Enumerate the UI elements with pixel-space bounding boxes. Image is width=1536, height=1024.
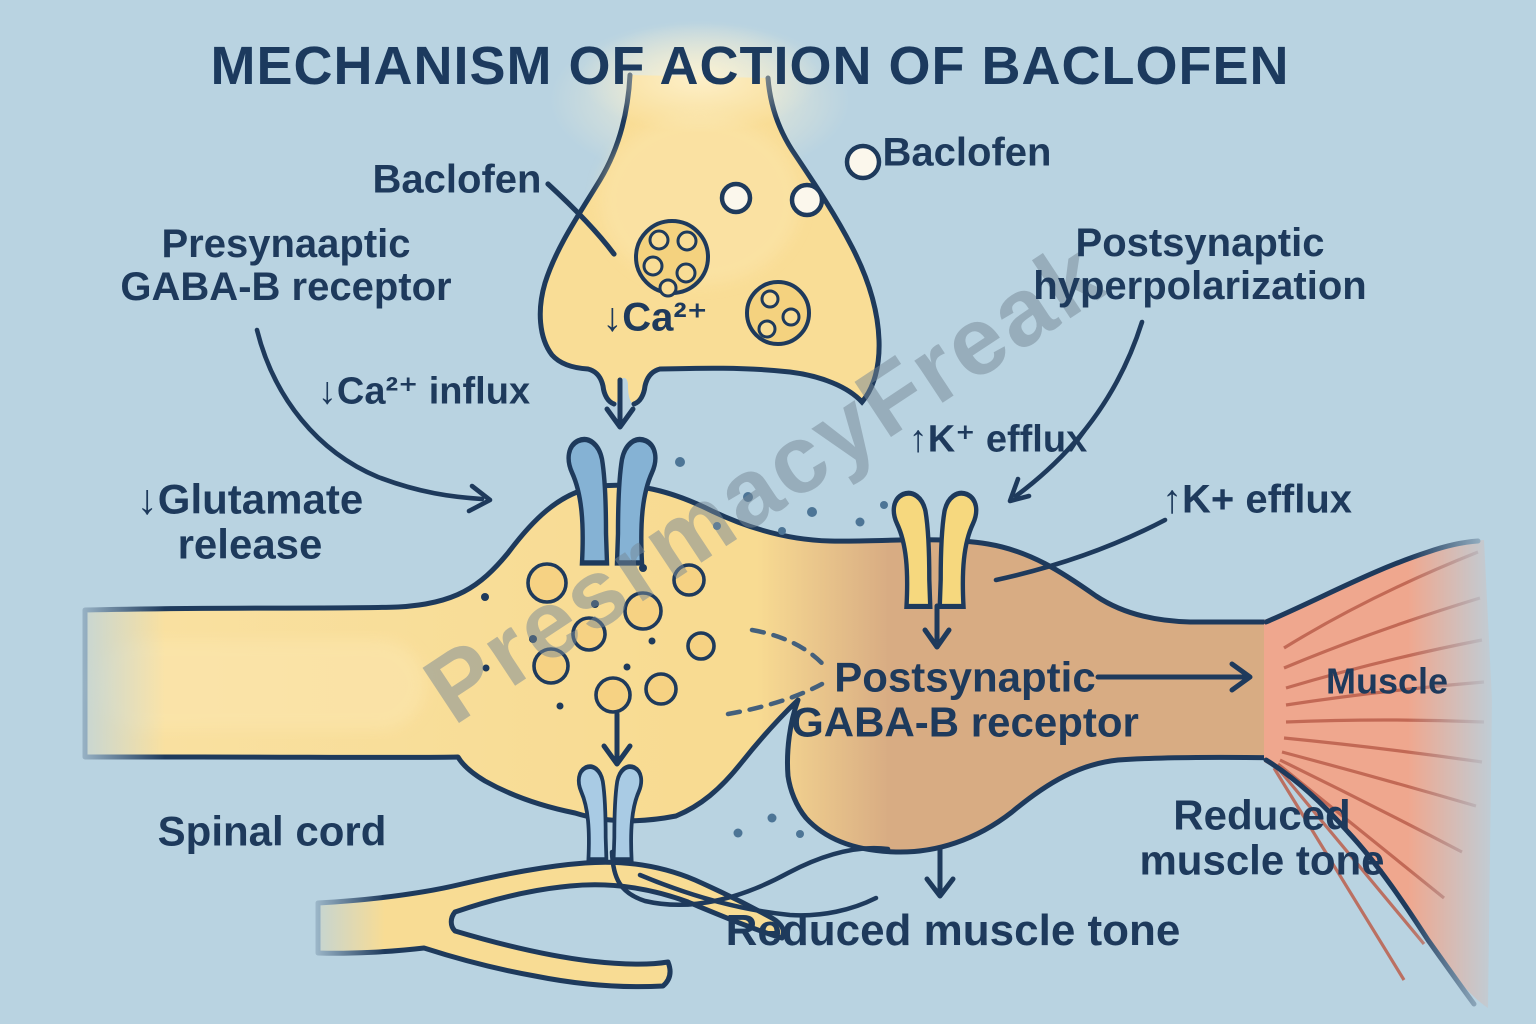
label-glutamate-line1: ↓Glutamate bbox=[136, 475, 364, 523]
muscle-right-arrow-icon bbox=[1095, 661, 1253, 693]
label-postsynaptic-receptor: Postsynaptic GABA-B receptor bbox=[791, 653, 1139, 746]
fork-left-fade bbox=[300, 885, 385, 1015]
label-postsynaptic-hyper-line1: Postsynaptic bbox=[1075, 220, 1325, 265]
label-ca-influx: ↓Ca²⁺ influx bbox=[317, 370, 531, 413]
tone-down-arrow-icon bbox=[924, 845, 956, 899]
nerve-fibre-curves bbox=[609, 845, 891, 918]
terminal-neck-fade bbox=[580, 23, 820, 133]
label-presynaptic-receptor-line1: Presynaaptic bbox=[161, 221, 411, 266]
label-spinal-cord: Spinal cord bbox=[157, 807, 387, 855]
diffusion-dashed-arcs bbox=[725, 627, 831, 717]
label-baclofen-right: Baclofen bbox=[882, 130, 1052, 175]
label-reduced-muscle-tone-bottom: Reduced muscle tone bbox=[725, 906, 1181, 956]
label-postsynaptic-receptor-line1: Postsynaptic bbox=[834, 653, 1096, 701]
cell-down-arrow-icon bbox=[601, 711, 633, 767]
presynaptic-label-arrow-icon bbox=[254, 327, 493, 514]
baclofen-pointer-line bbox=[545, 181, 617, 257]
baclofen-molecules bbox=[719, 143, 882, 218]
label-presynaptic-receptor-line2: GABA-B receptor bbox=[120, 265, 452, 309]
vesicle-cluster-1 bbox=[634, 219, 710, 298]
baclofen-molecule-icon bbox=[789, 182, 825, 218]
small-dots-in-cell bbox=[481, 564, 656, 710]
label-ca-terminal: ↓Ca²⁺ bbox=[602, 295, 708, 340]
spinal-nerve-branch bbox=[315, 859, 787, 990]
label-postsynaptic-hyper-line2: hyperpolarization bbox=[1033, 264, 1367, 308]
page-title: MECHANISM OF ACTION OF BACLOFEN bbox=[210, 36, 1290, 96]
label-baclofen-left: Baclofen bbox=[372, 157, 542, 202]
axon-highlight bbox=[95, 640, 425, 730]
vesicle-cluster-2 bbox=[745, 280, 811, 346]
receptor-down-arrow-icon bbox=[922, 603, 952, 650]
label-postsynaptic-hyperpolarization: Postsynaptic hyperpolarization bbox=[1033, 220, 1367, 308]
label-k-efflux-1: ↑K⁺ efflux bbox=[908, 418, 1088, 461]
label-muscle: Muscle bbox=[1325, 660, 1449, 702]
label-glutamate-line2: release bbox=[177, 521, 323, 568]
label-k-efflux-2: ↑K+ efflux bbox=[1161, 477, 1353, 522]
presynaptic-terminal-outline bbox=[537, 72, 882, 407]
baclofen-molecule-icon bbox=[844, 143, 882, 181]
release-down-arrow-icon bbox=[604, 377, 636, 430]
k-efflux-connector-line bbox=[993, 517, 1168, 583]
label-reduced-muscle-tone-right: Reduced muscle tone bbox=[1139, 791, 1385, 884]
label-reduced-right-line1: Reduced bbox=[1173, 791, 1351, 839]
label-postsynaptic-receptor-line2: GABA-B receptor bbox=[791, 699, 1139, 746]
label-presynaptic-receptor: Presynaaptic GABA-B receptor bbox=[120, 221, 452, 309]
axon-left-fade bbox=[60, 585, 165, 785]
baclofen-molecule-icon bbox=[719, 181, 753, 215]
label-reduced-right-line2: muscle tone bbox=[1139, 837, 1385, 884]
hyperpolarization-arrow-icon bbox=[1007, 319, 1145, 504]
glutamate-vesicles bbox=[526, 562, 716, 714]
muscle bbox=[1263, 538, 1492, 1008]
label-glutamate-release: ↓Glutamate release bbox=[136, 475, 364, 568]
